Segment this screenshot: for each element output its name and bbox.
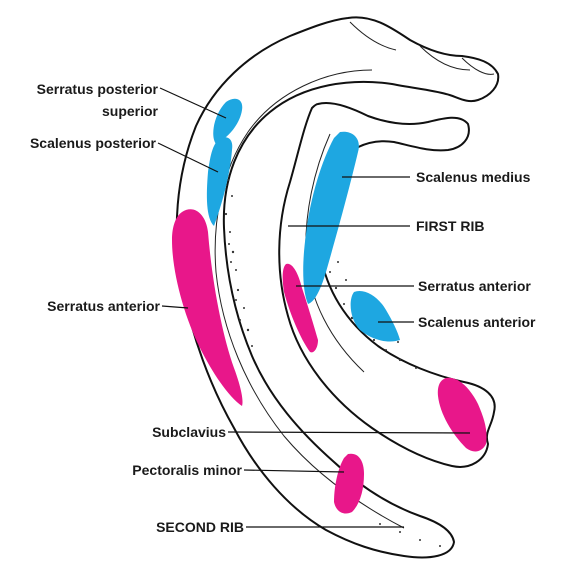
- label-serratus-anterior-left: Serratus anterior: [47, 298, 160, 314]
- label-pectoralis-minor: Pectoralis minor: [132, 462, 242, 478]
- label-serratus-anterior-right: Serratus anterior: [418, 278, 531, 294]
- label-scalenus-anterior: Scalenus anterior: [418, 314, 536, 330]
- label-serratus-posterior-superior-line2: superior: [102, 103, 159, 119]
- label-first-rib: FIRST RIB: [416, 218, 484, 234]
- label-second-rib: SECOND RIB: [156, 519, 244, 535]
- label-scalenus-posterior: Scalenus posterior: [30, 135, 157, 151]
- label-scalenus-medius: Scalenus medius: [416, 169, 531, 185]
- label-subclavius: Subclavius: [152, 424, 226, 440]
- label-serratus-posterior-superior-line1: Serratus posterior: [37, 81, 159, 97]
